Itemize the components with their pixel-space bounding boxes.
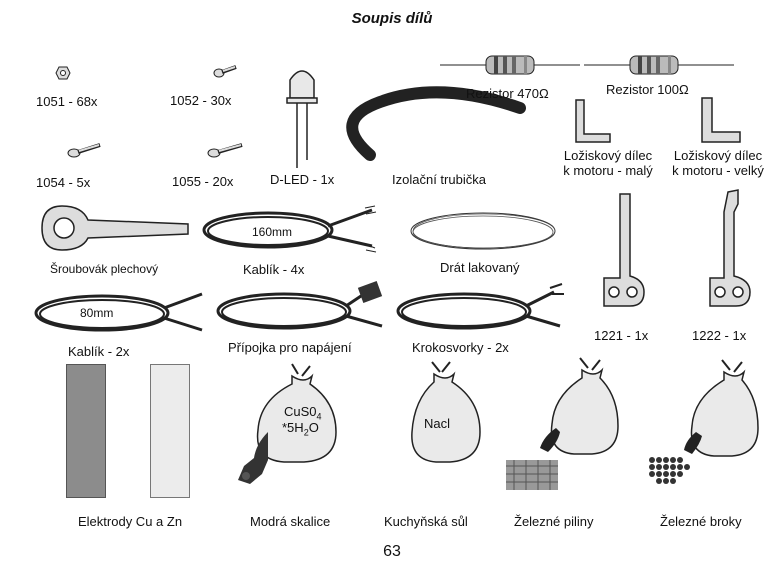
cable-2-label: Kablík - 2x [68, 344, 130, 359]
coil-160-icon [202, 205, 377, 253]
bearing-big-icon [701, 97, 741, 143]
part-1051-label: 1051 - 68x [36, 94, 98, 109]
enamelled-wire-icon [410, 212, 556, 250]
resistor-470-label: Rezistor 470Ω [466, 86, 549, 101]
crocodile-clips-label: Krokosvorky - 2x [412, 340, 509, 355]
resistor-100-label: Rezistor 100Ω [606, 82, 689, 97]
iron-filings-label: Železné piliny [514, 514, 594, 529]
power-connector-label: Přípojka pro napájení [228, 340, 352, 355]
screwdriver-icon [41, 205, 189, 251]
bag-iron-shot-icon [649, 359, 759, 484]
bag-salt-icon [411, 361, 481, 463]
electrodes-label: Elektrody Cu a Zn [78, 514, 183, 529]
led-icon [286, 70, 318, 168]
coil-80-icon [34, 292, 203, 332]
salt-label: Kuchyňská sůl [384, 514, 468, 529]
coil-160-length: 160mm [252, 225, 293, 239]
electrode-cu [66, 364, 106, 498]
resistor-470-icon [440, 55, 580, 75]
bag-copper-sulfate-icon [238, 363, 337, 484]
resistor-100-icon [584, 55, 734, 75]
nacl-formula: Nacl [424, 416, 451, 431]
iron-shot-label: Železné broky [660, 514, 742, 529]
insulation-tube-label: Izolační trubička [392, 172, 486, 187]
bracket-1222-icon [709, 189, 751, 307]
part-1054-label: 1054 - 5x [36, 175, 91, 190]
cuso4-formula: CuS04 [284, 404, 322, 422]
blue-vitriol-label: Modrá skalice [250, 514, 331, 529]
dled-label: D-LED - 1x [270, 172, 335, 187]
screw-1052-icon [213, 65, 237, 78]
page-title: Soupis dílů [351, 10, 433, 27]
enamelled-wire-label: Drát lakovaný [440, 260, 520, 275]
part-1221-label: 1221 - 1x [594, 328, 649, 343]
bearing-small-icon [575, 99, 611, 143]
power-connector-icon [216, 281, 383, 330]
nut-1051-icon [55, 66, 71, 80]
coil-80-length: 80mm [80, 306, 114, 320]
electrode-zn [150, 364, 190, 498]
screw-1055-icon [207, 143, 243, 158]
cuso4-hydrate: *5H2O [282, 420, 319, 438]
cable-4-label: Kablík - 4x [243, 262, 305, 277]
part-1222-label: 1222 - 1x [692, 328, 747, 343]
part-1055-label: 1055 - 20x [172, 174, 234, 189]
screwdriver-label: Šroubovák plechový [50, 262, 159, 276]
part-1052-label: 1052 - 30x [170, 93, 232, 108]
page-number: 63 [383, 543, 401, 560]
bracket-1221-icon [603, 193, 645, 307]
screw-1054-icon [67, 143, 101, 158]
insulation-tube-icon [346, 86, 526, 161]
crocodile-clips-icon [396, 283, 564, 330]
bag-iron-filings-icon [506, 357, 619, 490]
